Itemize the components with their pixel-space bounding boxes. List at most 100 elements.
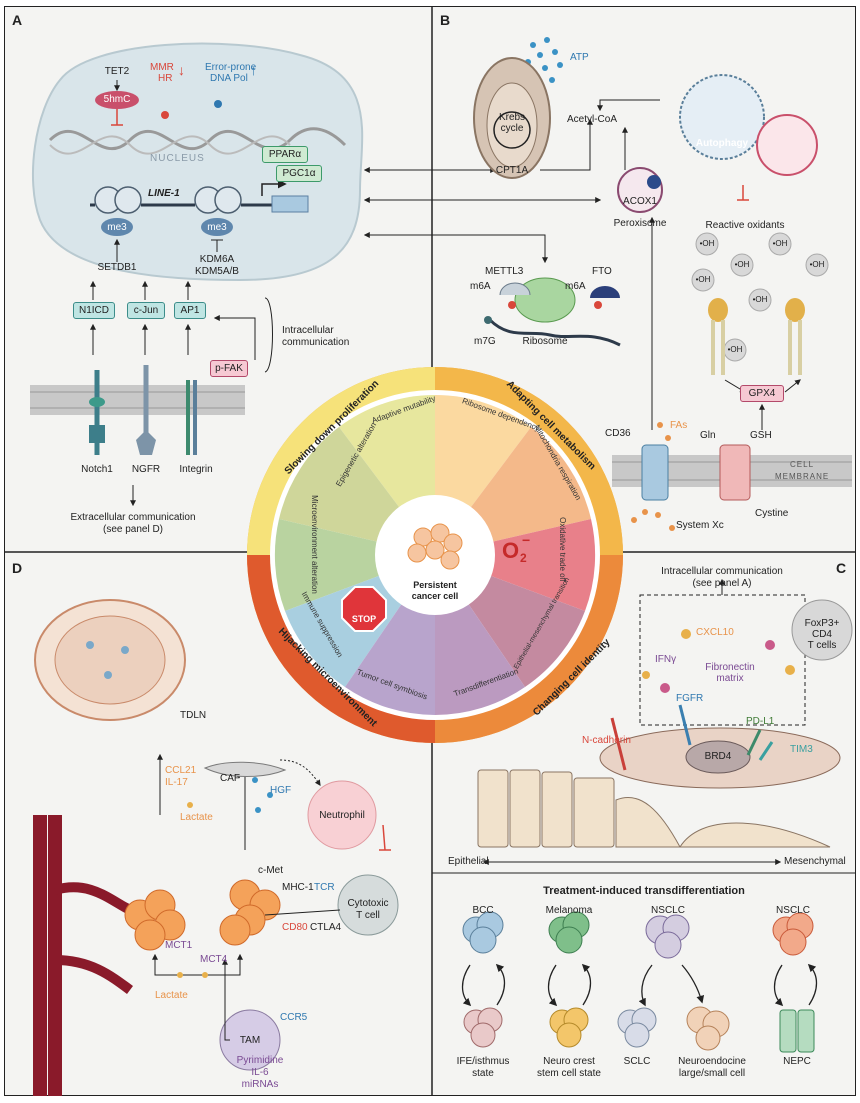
cxcl10-label: CXCL10 <box>696 627 734 638</box>
peroxisome-label: Peroxisome <box>613 218 667 229</box>
trans-bottom-neuro-2: stem cell state <box>537 1068 601 1079</box>
cell-label: CELL <box>790 460 815 469</box>
tcr-label: TCR <box>314 882 335 893</box>
trans-bottom-ife-1: IFE/isthmus <box>456 1056 510 1067</box>
reactive-oxidants-label: Reactive oxidants <box>705 220 785 231</box>
fto-protein <box>590 286 620 298</box>
hgf-label: HGF <box>270 785 292 796</box>
trans-top-bcc: BCC <box>472 905 494 916</box>
c-intracellular-label: Intracellular communication <box>661 566 783 577</box>
cycle-label: cycle <box>500 123 524 134</box>
brd4-nucleus <box>685 740 751 774</box>
krebs-label: Krebs <box>498 112 526 123</box>
ctla4-label: CTLA4 <box>310 922 342 933</box>
blood-vessel <box>33 815 62 1096</box>
o2-label: O <box>502 538 520 563</box>
error-prone-label: Error-prone <box>205 62 257 73</box>
segment-microenvironment: Microenvironment alteration <box>309 495 319 594</box>
me3-left-label: me3 <box>107 222 127 233</box>
cytotoxic-label-2: T cell <box>356 910 380 921</box>
pdl1-label: PD-L1 <box>746 716 775 727</box>
comm-dashed-box <box>639 594 806 726</box>
m6a-left-label: m6A <box>470 281 491 292</box>
fto-label: FTO <box>592 266 612 277</box>
gpx4-box: GPX4 <box>740 385 784 402</box>
trans-bottom-neuro-1: Neuro crest <box>543 1056 595 1067</box>
autophagy-vesicle <box>679 74 765 160</box>
red-star-mark <box>161 111 169 119</box>
lactate-top-label: Lactate <box>180 812 213 823</box>
m7g-label: m7G <box>474 336 496 347</box>
mettl3-label: METTL3 <box>485 266 524 277</box>
pgc1a-box: PGC1α <box>276 165 322 182</box>
stop-label: STOP <box>351 614 377 624</box>
panel-b-letter: B <box>440 12 451 28</box>
gsh-label: GSH <box>750 430 772 441</box>
setdb1-label: SETDB1 <box>97 262 137 273</box>
panel-a-letter: A <box>12 12 23 28</box>
mmr-label: MMR <box>150 62 174 73</box>
5hmc-badge <box>95 91 139 109</box>
dna-pol-label: DNA Pol <box>210 73 248 84</box>
cd36-label: CD36 <box>605 428 631 439</box>
down-arrow-icon: ↓ <box>178 62 185 78</box>
fibronectin-label-1: Fibronectin <box>705 662 755 673</box>
mettl3-protein <box>499 282 531 296</box>
il6-label: IL-6 <box>251 1067 269 1078</box>
neuroendocrine-label-1: Neuroendocine <box>678 1056 746 1067</box>
mesenchymal-label: Mesenchymal <box>784 856 846 867</box>
neutrophil <box>307 780 377 850</box>
fgfr-label: FGFR <box>676 693 704 704</box>
epithelial-label: Epithelial <box>448 856 489 867</box>
m6a-right-label: m6A <box>565 281 586 292</box>
ngfr-label: NGFR <box>131 464 161 475</box>
acetyl-coa-label: Acetyl-CoA <box>567 114 618 125</box>
mhc1-label: MHC-1 <box>282 882 314 893</box>
pyrimidine-label: Pyrimidine <box>236 1055 284 1066</box>
panel-c-letter: C <box>836 560 847 576</box>
o2-superscript: − <box>522 532 531 548</box>
notch1-label: Notch1 <box>81 464 113 475</box>
oh-label-4: •OH <box>809 260 825 269</box>
c-see-panel-a-label: (see panel A) <box>692 578 752 589</box>
tam-label: TAM <box>239 1035 261 1046</box>
dna-strand-2 <box>49 135 291 155</box>
gene-box <box>271 195 309 213</box>
cancer-cluster-left <box>124 889 186 951</box>
gpx4-lipids <box>708 298 805 375</box>
kdm5ab-label: KDM5A/B <box>195 266 239 277</box>
foxp3-cells <box>791 599 853 661</box>
membrane-label: MEMBRANE <box>775 472 830 481</box>
cd36-transporter <box>641 444 669 501</box>
lysosome <box>756 114 818 176</box>
fibronectin-label-2: matrix <box>716 673 744 684</box>
oh-label-2: •OH <box>734 260 750 269</box>
cancer-cluster-right <box>219 879 281 946</box>
cystine-label: Cystine <box>755 508 789 519</box>
atp-label: ATP <box>570 52 589 63</box>
wheel-center-line-1: Persistent <box>413 580 457 590</box>
system-xc-transporter <box>719 444 751 501</box>
lactate-bottom-label: Lactate <box>155 990 188 1001</box>
wheel-center-line-2: cancer cell <box>411 591 459 601</box>
ifng-label: IFNγ <box>655 654 677 665</box>
trans-top-melanoma: Melanoma <box>545 905 593 916</box>
ncadherin-label: N-cadherin <box>582 735 631 746</box>
trans-top-nsclc-1: NSCLC <box>651 905 685 916</box>
extracellular-label: Extracellular communication <box>70 512 196 523</box>
nucleus-label: NUCLEUS <box>150 153 205 164</box>
neuroendocrine-label-2: large/small cell <box>678 1068 746 1079</box>
gln-label: Gln <box>700 430 716 441</box>
cpt1a-label: CPT1A <box>495 165 529 176</box>
oh-label-7: •OH <box>727 345 743 354</box>
pfak-box: p-FAK <box>210 360 248 377</box>
foxp3-label-3: T cells <box>807 640 837 651</box>
tam-cell <box>219 1009 281 1071</box>
caf-label: CAF <box>220 773 240 784</box>
oh-label-3: •OH <box>772 239 788 248</box>
trans-bottom-nepc: NEPC <box>783 1056 811 1067</box>
dna-strand <box>48 127 347 151</box>
system-xc-label: System Xc <box>676 520 724 531</box>
autophagy-label: Autophagy <box>695 138 749 149</box>
